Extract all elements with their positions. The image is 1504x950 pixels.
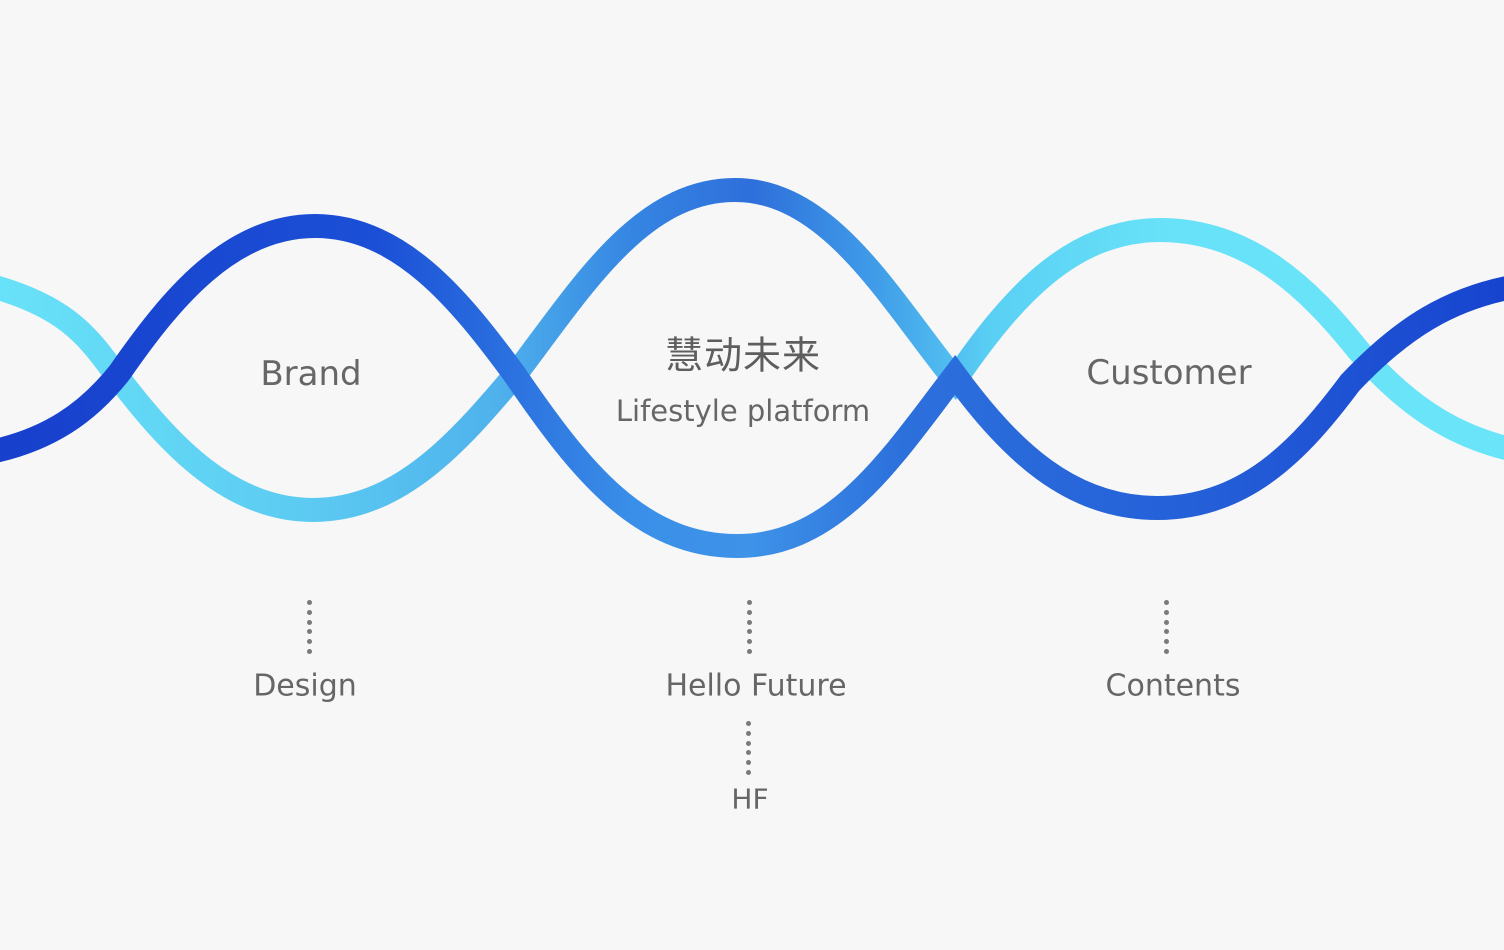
center-title-chinese: 慧动未来 xyxy=(664,333,822,378)
design-label: Design xyxy=(253,668,357,704)
wave-strand-light xyxy=(0,177,1504,523)
center-subtitle: Lifestyle platform xyxy=(615,394,871,428)
dotted-connector-right xyxy=(1163,600,1169,654)
hf-label: HF xyxy=(731,782,769,816)
dotted-connector-center xyxy=(746,600,752,654)
wave-strand-dark xyxy=(0,213,1504,559)
dotted-connector-left xyxy=(306,600,312,654)
dotted-connector-hf xyxy=(745,721,751,775)
brand-label: Brand xyxy=(260,354,362,394)
hello-future-label: Hello Future xyxy=(665,668,847,704)
customer-label: Customer xyxy=(1086,353,1252,393)
contents-label: Contents xyxy=(1105,668,1241,704)
